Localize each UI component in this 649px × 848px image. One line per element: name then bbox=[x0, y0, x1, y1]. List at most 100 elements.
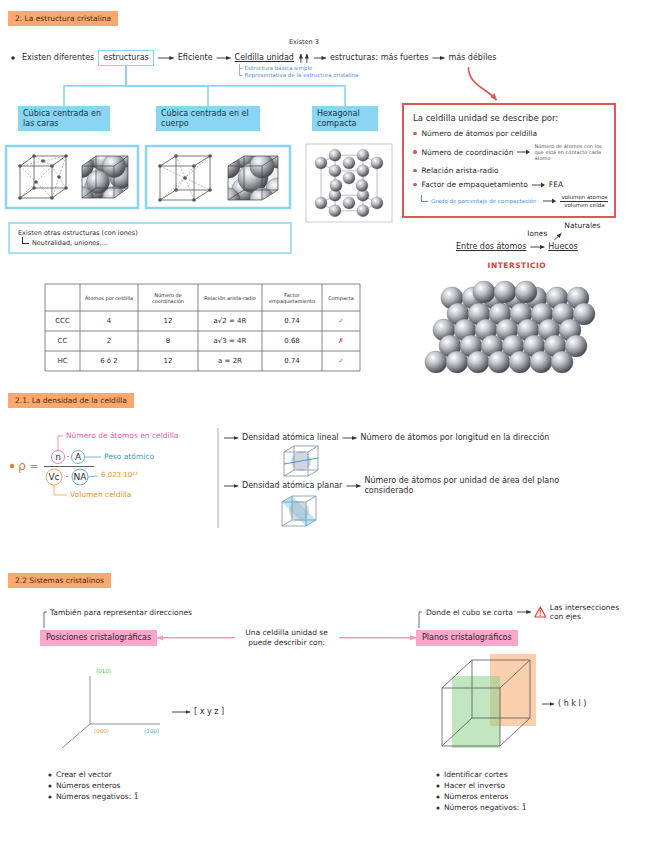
table-cell: 2 bbox=[107, 337, 111, 345]
table-cell: ✓ bbox=[338, 357, 344, 365]
table-line bbox=[360, 284, 361, 371]
cube-edge bbox=[472, 718, 530, 719]
bullet-dot bbox=[413, 132, 417, 136]
label-text: más débiles bbox=[448, 53, 496, 63]
highlight-circle bbox=[46, 469, 62, 485]
note-box: Existen otras estructuras (con iones)Neu… bbox=[8, 222, 292, 254]
cube-edge bbox=[316, 496, 317, 520]
node-text: 2.2 Sistemas cristalinos bbox=[15, 576, 104, 585]
atom-sphere bbox=[86, 170, 109, 193]
table-cell: 0.74 bbox=[284, 317, 300, 325]
node-text: Hexagonal compacta bbox=[317, 109, 373, 128]
label-text: Existen 3 bbox=[289, 39, 319, 47]
bracket bbox=[44, 612, 47, 628]
bullet-dot bbox=[10, 464, 14, 468]
image-frame bbox=[306, 144, 392, 222]
highlight-circle bbox=[52, 451, 65, 464]
label-text: Celdilla unidad bbox=[235, 53, 294, 63]
body-diagonal bbox=[160, 156, 210, 200]
warning-triangle bbox=[535, 607, 546, 617]
table-line bbox=[198, 284, 199, 371]
label-text: Número de átomos por unidad de área del … bbox=[364, 476, 590, 495]
atom-sphere bbox=[425, 351, 447, 373]
atom-dot bbox=[192, 164, 196, 168]
table-line bbox=[45, 371, 360, 372]
cube-edge bbox=[284, 452, 308, 453]
formula-symbol: NA bbox=[74, 472, 87, 483]
node-text: Planos cristalográficos bbox=[422, 633, 512, 643]
atom-sphere bbox=[357, 205, 369, 217]
atom-dot bbox=[192, 198, 196, 202]
cube-edge bbox=[294, 446, 295, 470]
table-cell: 12 bbox=[164, 317, 173, 325]
cube-edge bbox=[52, 166, 53, 198]
cube-edge bbox=[160, 190, 176, 200]
node-text: Posiciones cristalográficas bbox=[46, 633, 151, 643]
cube-edge bbox=[160, 156, 176, 166]
highlight-circle bbox=[72, 469, 88, 485]
cube-edge bbox=[114, 188, 128, 198]
connector bbox=[64, 66, 126, 106]
node-text: Existen otras estructuras (con iones) bbox=[18, 229, 282, 237]
cube-edge bbox=[194, 166, 195, 200]
arrow bbox=[224, 486, 238, 487]
fcc-wireframe bbox=[18, 154, 68, 200]
arrow bbox=[224, 438, 238, 439]
cube-edge bbox=[244, 156, 278, 157]
cube-edge bbox=[66, 156, 67, 188]
node-text: Grado de porcentaje de compactación bbox=[431, 198, 536, 205]
cube-edge bbox=[306, 496, 316, 502]
table-cell: 8 bbox=[166, 337, 170, 345]
arrow-head bbox=[526, 150, 530, 155]
structure-header: Cúbica centrada en las caras bbox=[18, 106, 110, 131]
atom-sphere bbox=[467, 351, 489, 373]
cube-edge bbox=[96, 156, 97, 188]
bullet-dot bbox=[413, 183, 417, 187]
label-text: Números negativos: 1̄ bbox=[56, 792, 138, 801]
table-line bbox=[45, 331, 360, 332]
table-cell: 0.68 bbox=[284, 337, 300, 345]
node-text: Relación arista-radio bbox=[422, 166, 499, 175]
cube-edge bbox=[194, 156, 210, 166]
cube-edge bbox=[82, 156, 96, 166]
axis-line bbox=[90, 724, 160, 725]
cube-edge bbox=[114, 166, 115, 198]
section-band: 2.2 Sistemas cristalinos bbox=[8, 573, 111, 588]
atom-group bbox=[216, 144, 290, 212]
face-diagonal bbox=[20, 166, 52, 198]
cube-edge bbox=[160, 166, 194, 167]
label-text: Números negativos: 1̄ bbox=[444, 803, 526, 812]
warning-mark bbox=[540, 615, 541, 616]
arrow bbox=[172, 712, 190, 713]
cube-edge bbox=[500, 718, 530, 746]
cube-edge bbox=[292, 520, 316, 521]
callout-arrow bbox=[468, 67, 496, 100]
table-cell: CC bbox=[58, 337, 68, 345]
arrow-head bbox=[541, 182, 545, 187]
table-cell: 4 bbox=[107, 317, 111, 325]
arrow-icon bbox=[542, 197, 557, 205]
label-text: Densidad atómica lineal bbox=[242, 433, 339, 443]
arrow bbox=[306, 54, 307, 63]
atom-dot bbox=[64, 154, 68, 158]
table-cell: 12 bbox=[164, 357, 173, 365]
atom-dot bbox=[34, 180, 38, 184]
table-line bbox=[45, 351, 360, 352]
cube-edge bbox=[128, 156, 129, 188]
divider bbox=[218, 428, 219, 528]
cube-edge bbox=[306, 520, 316, 526]
cube-edge bbox=[292, 496, 316, 497]
warning-mark bbox=[540, 610, 541, 614]
cube-edge bbox=[294, 470, 318, 471]
formula-symbol: ρ bbox=[18, 459, 26, 473]
arrow-icon bbox=[531, 181, 546, 189]
face-diagonal bbox=[52, 156, 66, 198]
atom-dot bbox=[18, 164, 22, 168]
atom-sphere bbox=[343, 172, 355, 184]
topic-box: Planos cristalográficos bbox=[416, 630, 518, 646]
structure-header: Hexagonal compacta bbox=[312, 106, 378, 131]
fcc-unit-cell bbox=[70, 144, 139, 209]
node-text: Número de coordinación bbox=[422, 148, 514, 157]
leader-line bbox=[58, 436, 63, 451]
cube-edge bbox=[530, 660, 531, 718]
